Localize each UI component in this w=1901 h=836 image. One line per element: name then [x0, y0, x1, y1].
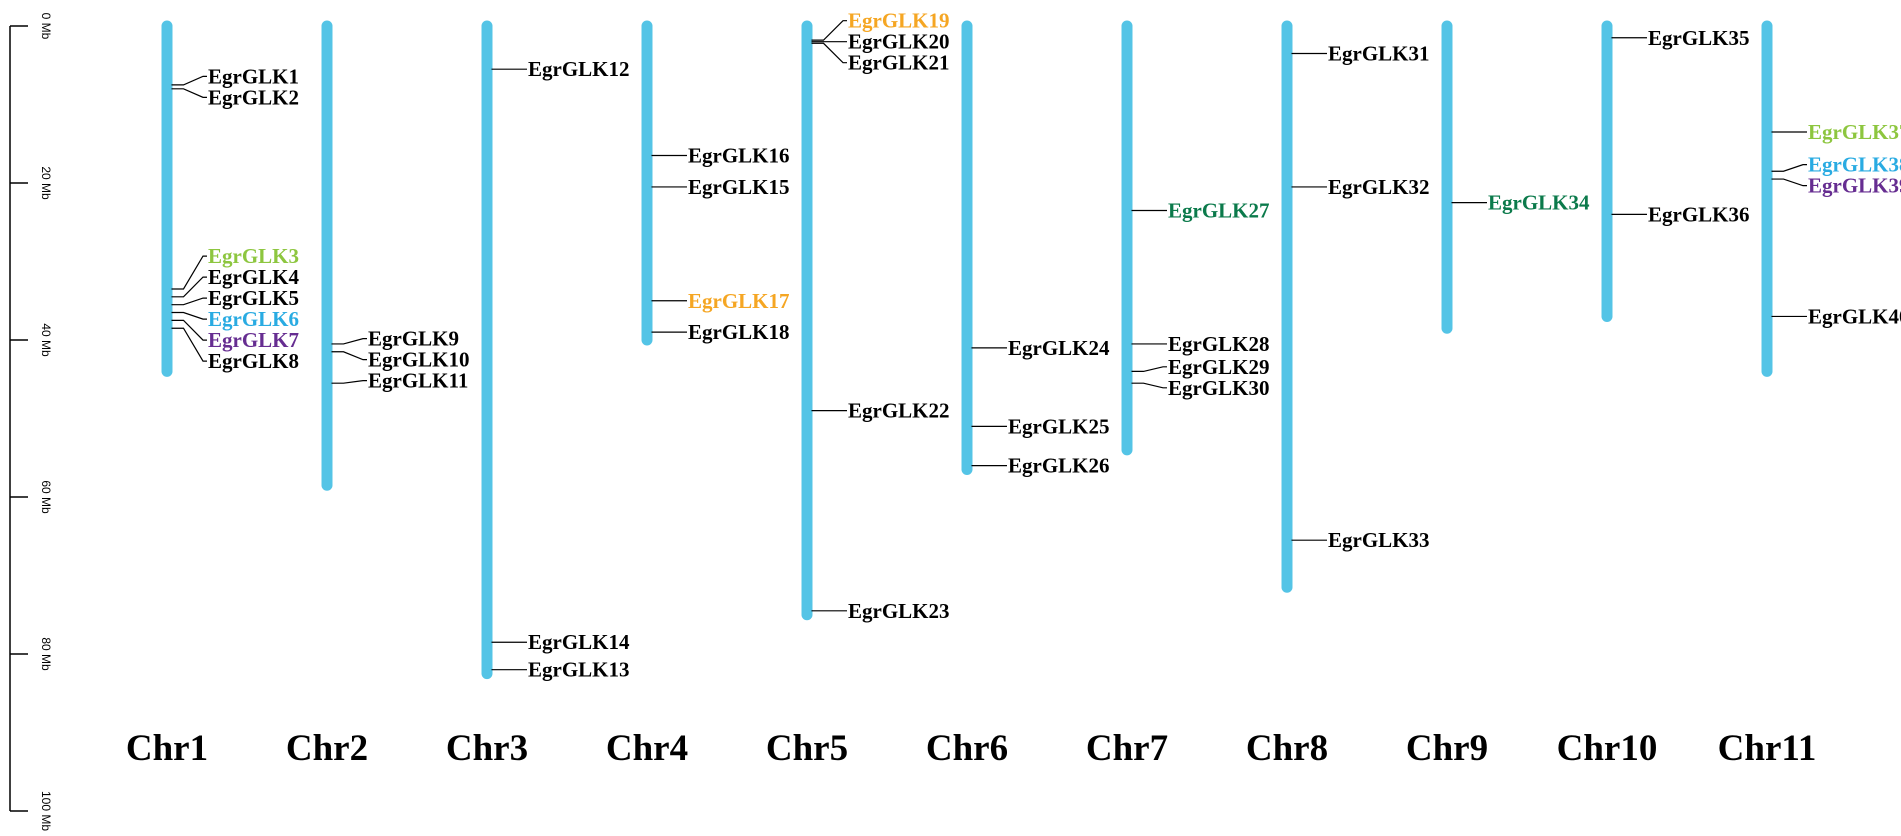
gene-label: EgrGLK22 — [848, 399, 950, 423]
gene-label: EgrGLK39 — [1808, 174, 1901, 198]
chromosome-label: Chr6 — [926, 728, 1008, 769]
gene-label: EgrGLK32 — [1328, 175, 1430, 199]
chromosome-label: Chr3 — [446, 728, 528, 769]
chromosome-label: Chr2 — [286, 728, 368, 769]
axis-tick-label: 100 Mb — [39, 791, 53, 831]
gene-label: EgrGLK20 — [848, 30, 950, 54]
gene-label: EgrGLK7 — [208, 328, 299, 352]
gene-label: EgrGLK36 — [1648, 202, 1750, 226]
gene-label: EgrGLK34 — [1488, 191, 1590, 215]
gene-connector — [171, 75, 207, 86]
gene-label: EgrGLK1 — [208, 64, 299, 88]
gene-connector — [1131, 382, 1167, 389]
gene-label: EgrGLK8 — [208, 349, 299, 373]
gene-connector — [1131, 366, 1167, 372]
chromosome-chr1: Chr1EgrGLK1EgrGLK2EgrGLK3EgrGLK4EgrGLK5E… — [126, 20, 300, 769]
gene-label: EgrGLK33 — [1328, 528, 1430, 552]
gene-label: EgrGLK40 — [1808, 304, 1901, 328]
gene-label: EgrGLK30 — [1168, 376, 1270, 400]
gene-label: EgrGLK25 — [1008, 414, 1110, 438]
chromosome-chr5: Chr5 EgrGLK19EgrGLK20EgrGLK21EgrGLK22EgrG… — [766, 9, 950, 769]
gene-label: EgrGLK26 — [1008, 454, 1110, 478]
gene-label: EgrGLK24 — [1008, 336, 1110, 360]
gene-connector — [331, 351, 367, 361]
chromosome-label: Chr11 — [1718, 728, 1817, 769]
gene-label: EgrGLK21 — [848, 51, 950, 75]
gene-connector — [171, 88, 207, 98]
chromosome-label: Chr4 — [606, 728, 688, 769]
scale-axis: 0 Mb 20 Mb 40 Mb 60 Mb 80 Mb 100 Mb — [9, 13, 53, 831]
chromosome-label: Chr5 — [766, 728, 848, 769]
gene-connector — [811, 20, 847, 41]
gene-label: EgrGLK4 — [208, 265, 300, 289]
gene-label: EgrGLK31 — [1328, 41, 1430, 65]
gene-label: EgrGLK19 — [848, 9, 950, 33]
chromosome-label: Chr8 — [1246, 728, 1328, 769]
gene-label: EgrGLK15 — [688, 175, 790, 199]
gene-label: EgrGLK35 — [1648, 26, 1750, 50]
chromosome-tracks: Chr1EgrGLK1EgrGLK2EgrGLK3EgrGLK4EgrGLK5E… — [126, 9, 1901, 769]
gene-connector — [171, 276, 207, 298]
gene-label: EgrGLK9 — [368, 327, 459, 351]
gene-connector — [171, 255, 207, 290]
gene-connector — [331, 380, 367, 384]
axis-tick-label: 40 Mb — [39, 323, 53, 357]
gene-label: EgrGLK11 — [368, 369, 468, 393]
gene-connector — [811, 42, 847, 64]
chromosome-label: Chr9 — [1406, 728, 1488, 769]
gene-connector — [171, 327, 207, 362]
gene-label: EgrGLK2 — [208, 85, 299, 109]
gene-label: EgrGLK12 — [528, 57, 630, 81]
gene-label: EgrGLK18 — [688, 320, 790, 344]
gene-label: EgrGLK38 — [1808, 153, 1901, 177]
gene-connector — [331, 338, 367, 345]
gene-connector — [1771, 178, 1807, 187]
gene-connector — [1771, 164, 1807, 172]
gene-connector — [171, 319, 207, 341]
axis-tick-label: 20 Mb — [39, 166, 53, 200]
gene-label: EgrGLK28 — [1168, 332, 1270, 356]
gene-label: EgrGLK29 — [1168, 355, 1270, 379]
chromosome-label: Chr1 — [126, 728, 208, 769]
axis-tick-label: 0 Mb — [39, 13, 53, 40]
chromosome-label: Chr10 — [1557, 728, 1658, 769]
gene-connector — [171, 311, 207, 320]
gene-label: EgrGLK3 — [208, 244, 299, 268]
gene-label: EgrGLK16 — [688, 144, 790, 168]
gene-label: EgrGLK23 — [848, 599, 950, 623]
chromosome-label: Chr7 — [1086, 728, 1168, 769]
gene-label: EgrGLK27 — [1168, 198, 1270, 222]
gene-label: EgrGLK10 — [368, 348, 470, 372]
gene-label: EgrGLK37 — [1808, 120, 1901, 144]
gene-label: EgrGLK6 — [208, 307, 299, 331]
gene-label: EgrGLK5 — [208, 286, 299, 310]
chromosome-chr9: Chr9 EgrGLK34 — [1406, 20, 1590, 769]
axis-tick-label: 80 Mb — [39, 637, 53, 671]
gene-label: EgrGLK14 — [528, 630, 630, 654]
axis-tick-label: 60 Mb — [39, 480, 53, 514]
gene-label: EgrGLK13 — [528, 658, 630, 682]
gene-label: EgrGLK17 — [688, 289, 790, 313]
gene-connector — [171, 297, 207, 306]
